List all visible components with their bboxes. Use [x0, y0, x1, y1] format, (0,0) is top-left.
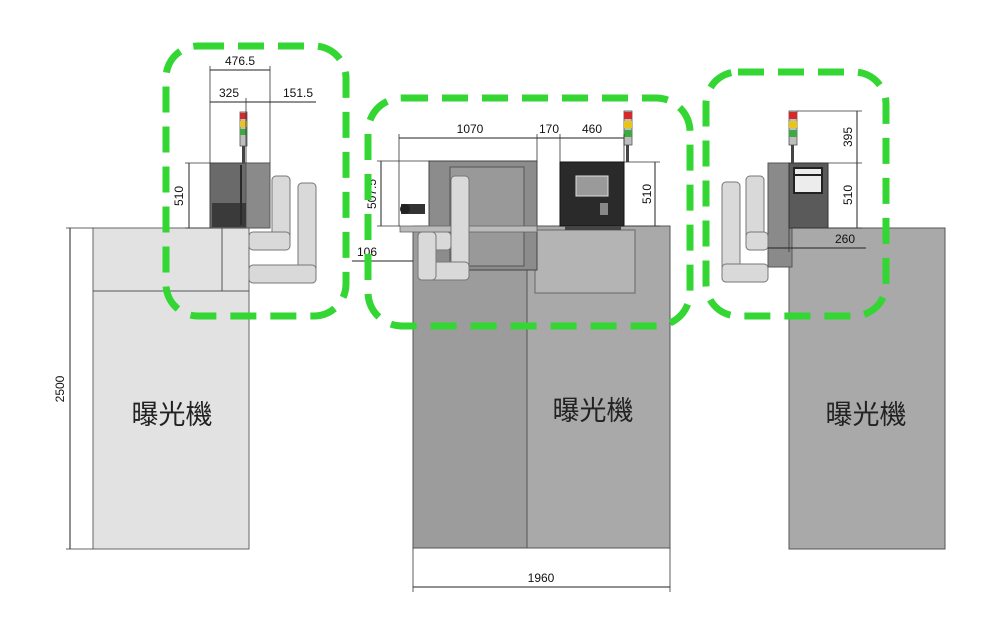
right-dim-lines — [768, 110, 866, 252]
center-dim-lines — [352, 134, 671, 592]
tower-light-red — [624, 112, 632, 119]
left-dim-duct-offset: 151.5 — [283, 86, 313, 100]
right-duct — [721, 175, 769, 283]
right-dim-depth: 260 — [835, 232, 855, 246]
center-highlight-box — [364, 94, 694, 330]
left-signal-tower — [239, 111, 248, 163]
left-duct — [248, 175, 317, 284]
left-machine-label: 曝光機 — [132, 400, 213, 431]
tower-light-green — [624, 130, 632, 137]
center-machine-label: 曝光機 — [553, 396, 634, 427]
center-dim-controller-width: 460 — [582, 122, 602, 136]
tower-light-yellow — [624, 121, 632, 128]
tower-light-yellow — [789, 121, 797, 128]
tower-light-red — [240, 113, 247, 119]
center-controller-screen — [575, 175, 609, 197]
center-machine-panel — [534, 229, 636, 294]
left-dim-top-width: 476.5 — [225, 54, 255, 68]
left-dim-unit-height: 510 — [172, 186, 186, 206]
center-dim-duct-offset: 106 — [357, 245, 377, 259]
center-dim-gap: 170 — [539, 122, 559, 136]
center-dim-unit-width: 1070 — [457, 122, 484, 136]
right-signal-tower — [788, 110, 798, 163]
tower-light-green — [240, 129, 247, 135]
left-unit-side — [245, 162, 271, 229]
right-machine-label: 曝光機 — [826, 400, 907, 431]
center-view: 曝光機 — [352, 94, 694, 592]
center-signal-tower — [623, 110, 633, 162]
right-machine-body — [788, 227, 946, 550]
tower-light-red — [789, 112, 797, 119]
center-valve — [401, 204, 425, 214]
right-dim-tower-height: 395 — [841, 127, 855, 147]
tower-light-yellow — [240, 121, 247, 127]
center-duct — [417, 175, 470, 281]
right-unit-panel — [793, 167, 823, 194]
left-view: 曝光機 — [53, 42, 350, 550]
left-dim-unit-width: 325 — [219, 86, 239, 100]
left-dim-overall-height: 2500 — [53, 375, 67, 402]
right-unit-side — [767, 162, 793, 268]
left-highlight-box — [162, 42, 350, 320]
tower-light-green — [789, 130, 797, 137]
right-view: 曝光機 395 — [702, 68, 946, 550]
right-highlight-box — [702, 68, 890, 320]
left-dim-lines — [66, 66, 316, 550]
center-dim-controller-height: 510 — [640, 184, 654, 204]
left-machine-body — [92, 227, 250, 550]
right-dim-unit-height: 510 — [841, 185, 855, 205]
center-dim-total-width: 1960 — [528, 571, 555, 585]
